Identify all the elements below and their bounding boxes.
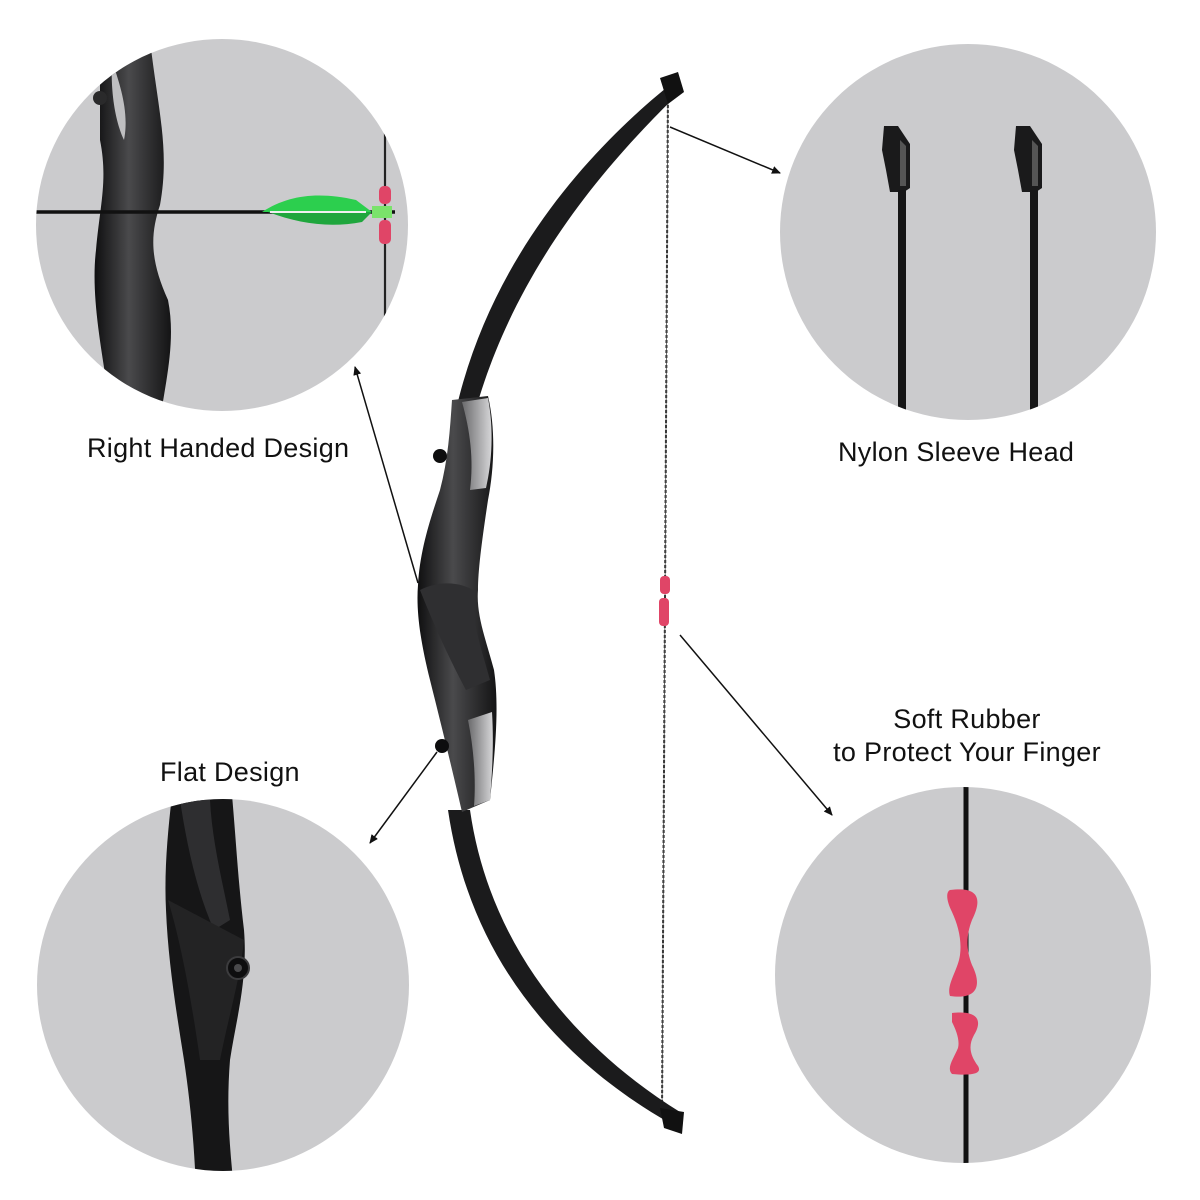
upper-limb: [450, 80, 680, 450]
bow-tip-right: [1014, 126, 1042, 420]
riser-bolt-top-icon: [433, 449, 447, 463]
caption-soft-rubber: Soft Rubber to Protect Your Finger: [833, 703, 1101, 769]
detail-circle-soft-rubber: [775, 787, 1151, 1163]
detail-circle-flat-design: [37, 799, 409, 1171]
pointer-arrow-soft-rubber: [679, 634, 833, 816]
arrow-fletch-icon: [262, 195, 372, 212]
riser-grip-shape: [94, 40, 171, 411]
rubber-upper-icon: [947, 889, 978, 997]
caption-soft-rubber-line1: Soft Rubber: [893, 704, 1041, 734]
lower-limb: [448, 810, 680, 1122]
upper-tip: [660, 72, 684, 104]
string-rubber-upper: [660, 576, 670, 594]
string-rubber-lower: [659, 598, 669, 626]
riser-bolt-bottom-icon: [435, 739, 449, 753]
bow-tip-left: [882, 126, 910, 420]
pointer-arrow-flat: [369, 751, 438, 844]
pointer-arrow-nylon: [669, 126, 781, 174]
lower-tip: [660, 1108, 684, 1134]
caption-right-handed-design: Right Handed Design: [87, 433, 350, 463]
recurve-bow: [417, 72, 684, 1134]
caption-soft-rubber-line2: to Protect Your Finger: [833, 737, 1101, 767]
detail-circle-right-handed: [36, 39, 408, 411]
pointer-arrow-right-handed: [353, 366, 419, 584]
rubber-lower-icon: [949, 1012, 980, 1075]
caption-nylon-sleeve-head: Nylon Sleeve Head: [838, 437, 1075, 467]
detail-circle-nylon-sleeve: [780, 44, 1156, 420]
caption-flat-design: Flat Design: [160, 757, 300, 787]
